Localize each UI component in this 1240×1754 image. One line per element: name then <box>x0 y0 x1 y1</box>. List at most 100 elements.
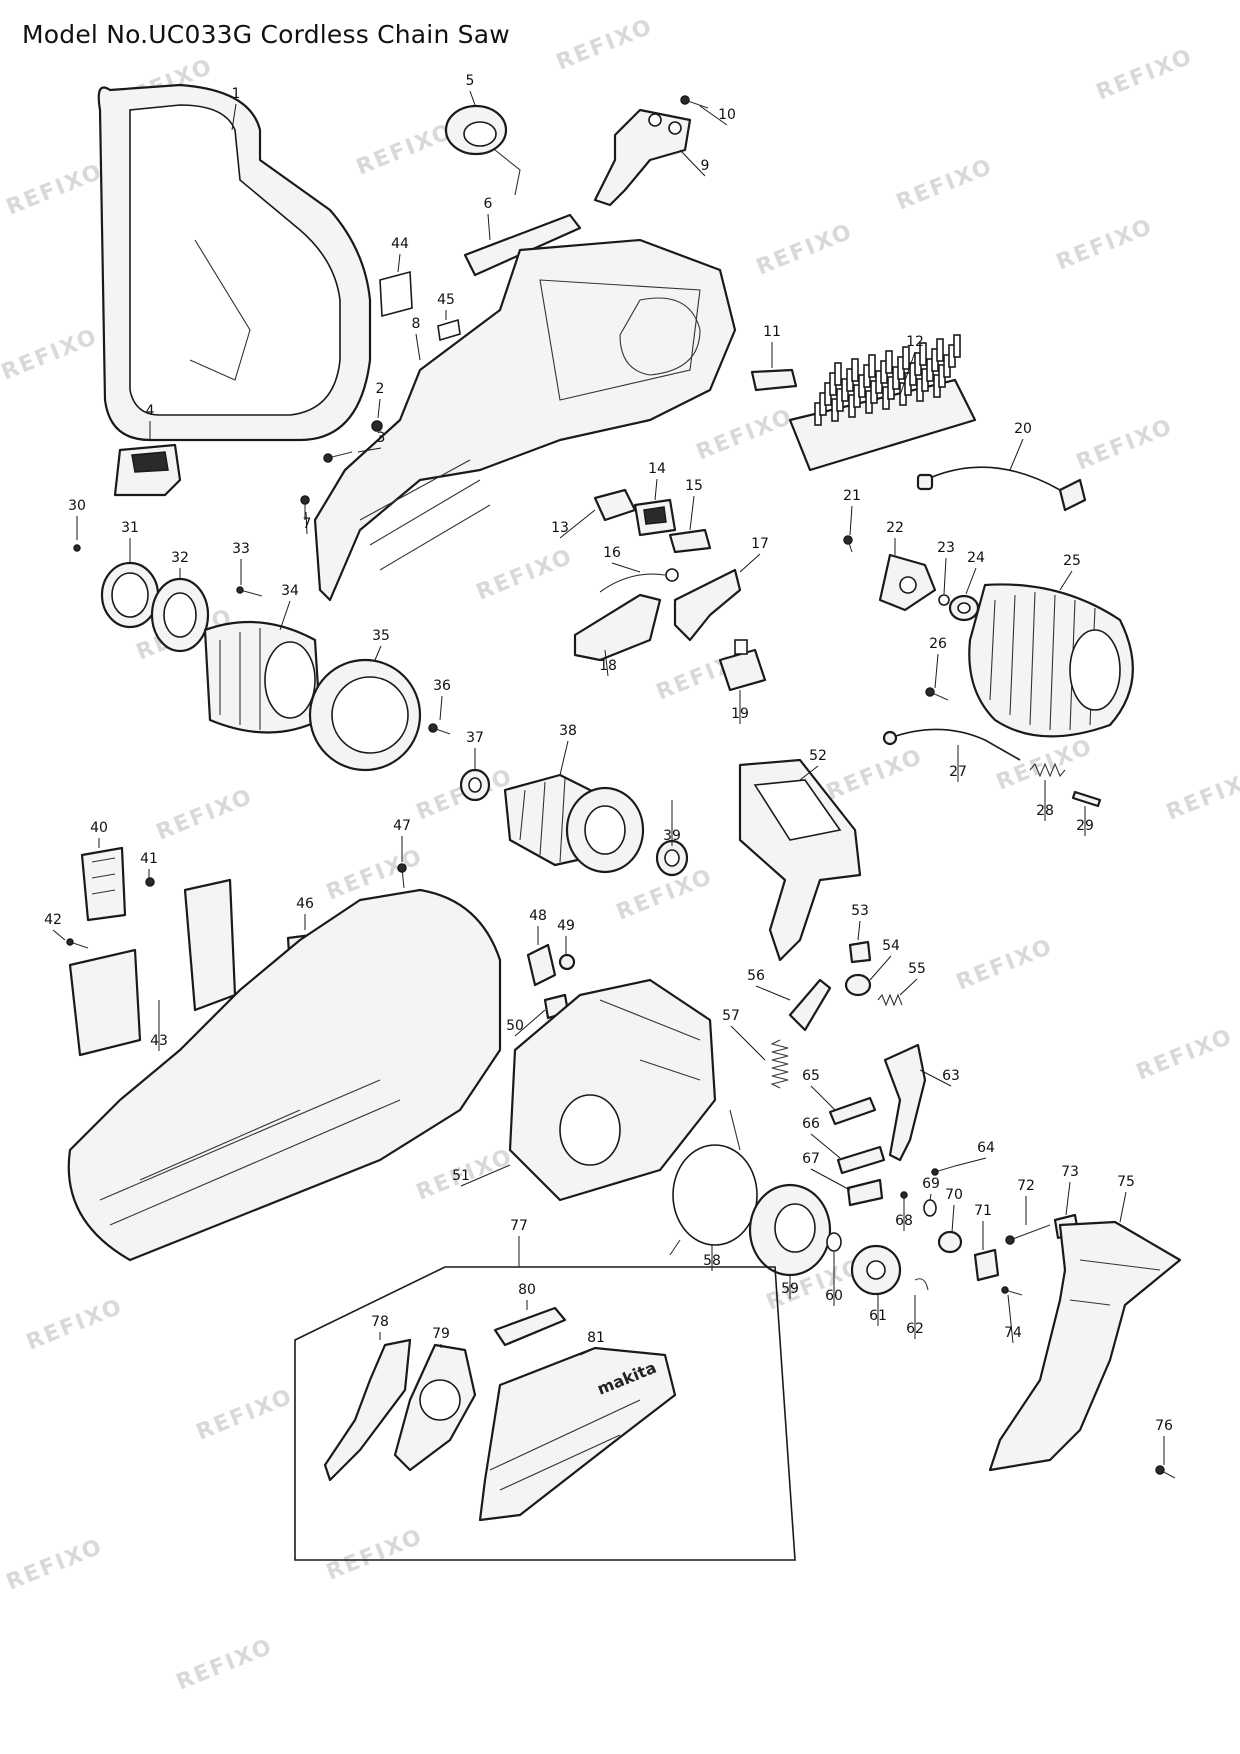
part-20-cable[interactable] <box>916 466 1087 512</box>
part-11[interactable] <box>750 368 798 392</box>
part-10[interactable] <box>680 95 709 109</box>
part-6[interactable] <box>463 213 582 277</box>
part-62-clip[interactable] <box>914 1278 929 1291</box>
part-14[interactable] <box>633 498 677 537</box>
part-69-ring[interactable] <box>923 1199 937 1217</box>
part-63-brake-lever[interactable] <box>883 1043 927 1162</box>
part-70[interactable] <box>937 1230 963 1254</box>
part-21-screw[interactable] <box>843 535 853 553</box>
part-60-washer[interactable] <box>826 1232 842 1252</box>
part-78[interactable] <box>323 1338 412 1482</box>
part-23[interactable] <box>938 594 950 606</box>
part-31[interactable] <box>100 561 160 629</box>
part-4[interactable] <box>113 443 182 497</box>
rear-handle-housing[interactable] <box>67 888 502 1262</box>
leader-line-35 <box>374 645 382 661</box>
part-44[interactable] <box>379 270 413 318</box>
part-label-37: 37 <box>466 730 484 746</box>
part-25-motor-housing[interactable] <box>968 583 1134 738</box>
leader-line-38 <box>559 740 569 776</box>
part-74-screw[interactable] <box>1001 1286 1023 1296</box>
part-16[interactable] <box>599 568 679 593</box>
part-58-brake-band[interactable] <box>669 1109 758 1256</box>
terminal-pin <box>919 342 927 366</box>
part-32[interactable] <box>150 577 210 653</box>
part-52-handle-guard[interactable] <box>738 758 862 962</box>
part-41[interactable] <box>145 877 155 887</box>
part-79[interactable] <box>393 1343 477 1472</box>
part-51-gear-housing[interactable] <box>508 978 717 1202</box>
part-71[interactable] <box>973 1248 1000 1282</box>
part-67[interactable] <box>846 1178 884 1207</box>
leader-line-15 <box>689 495 695 531</box>
leader-line-20 <box>1009 438 1024 471</box>
part-47-screw[interactable] <box>397 863 407 889</box>
part-19[interactable] <box>718 639 767 692</box>
part-24[interactable] <box>948 594 980 622</box>
part-76-screw[interactable] <box>1155 1465 1176 1479</box>
part-80[interactable] <box>493 1306 567 1347</box>
part-64-screw[interactable] <box>931 1165 956 1176</box>
part-label-73: 73 <box>1061 1164 1079 1180</box>
part-8-main-housing[interactable] <box>313 238 737 602</box>
part-43[interactable] <box>68 878 237 1057</box>
leader-line-7 <box>305 511 308 535</box>
part-28-spring[interactable] <box>1029 762 1066 778</box>
part-label-11: 11 <box>763 324 781 340</box>
leader-line-51 <box>460 1164 511 1187</box>
part-9[interactable] <box>593 108 692 207</box>
part-57-spring[interactable] <box>770 1039 789 1089</box>
part-40[interactable] <box>80 846 127 922</box>
part-label-79: 79 <box>432 1326 450 1342</box>
terminal-pin <box>851 358 859 382</box>
part-37-bearing[interactable] <box>459 768 491 802</box>
part-39-bearing[interactable] <box>655 839 689 877</box>
part-15[interactable] <box>668 528 712 554</box>
part-75-side-cover[interactable] <box>988 1220 1182 1472</box>
part-66[interactable] <box>836 1145 886 1175</box>
part-label-40: 40 <box>90 820 108 836</box>
part-61-sprocket[interactable] <box>850 1244 902 1296</box>
part-54[interactable] <box>844 973 872 997</box>
part-3-screw[interactable] <box>323 451 353 463</box>
part-27[interactable] <box>882 728 1021 761</box>
part-56[interactable] <box>788 978 832 1032</box>
part-label-71: 71 <box>974 1203 992 1219</box>
part-17[interactable] <box>673 568 742 642</box>
part-45[interactable] <box>437 318 461 342</box>
part-48[interactable] <box>526 943 557 987</box>
part-22[interactable] <box>878 553 937 612</box>
part-29-pin[interactable] <box>1071 790 1102 808</box>
leader-line-21 <box>849 505 853 536</box>
part-68-screw[interactable] <box>900 1191 908 1215</box>
part-label-14: 14 <box>648 461 666 477</box>
part-72-bolt[interactable] <box>1005 1224 1051 1245</box>
part-label-57: 57 <box>722 1008 740 1024</box>
part-30[interactable] <box>73 544 81 552</box>
part-55-spring[interactable] <box>877 993 903 1007</box>
part-36-screw[interactable] <box>428 723 451 735</box>
part-65[interactable] <box>828 1096 877 1126</box>
part-label-68: 68 <box>895 1213 913 1229</box>
part-13[interactable] <box>593 488 637 522</box>
part-35-ring[interactable] <box>308 658 422 772</box>
part-42[interactable] <box>66 938 89 949</box>
part-5[interactable] <box>444 104 521 196</box>
part-1-front-handle[interactable] <box>97 83 372 442</box>
part-26-screw[interactable] <box>925 687 949 701</box>
part-59-drum[interactable] <box>748 1183 832 1277</box>
part-2-screw[interactable] <box>371 420 383 432</box>
leader-line-67 <box>810 1168 851 1191</box>
part-18[interactable] <box>573 593 662 662</box>
part-49[interactable] <box>558 953 576 971</box>
part-label-32: 32 <box>171 550 189 566</box>
part-33[interactable] <box>236 586 263 597</box>
part-12-terminal-block[interactable] <box>788 334 977 472</box>
part-7-screw[interactable] <box>300 495 310 520</box>
part-34-stator[interactable] <box>203 620 322 734</box>
part-81-sprocket-cover[interactable]: makita <box>478 1346 677 1522</box>
part-38-rotor[interactable] <box>503 773 645 874</box>
part-label-43: 43 <box>150 1033 168 1049</box>
part-label-50: 50 <box>506 1018 524 1034</box>
part-53[interactable] <box>848 940 872 964</box>
